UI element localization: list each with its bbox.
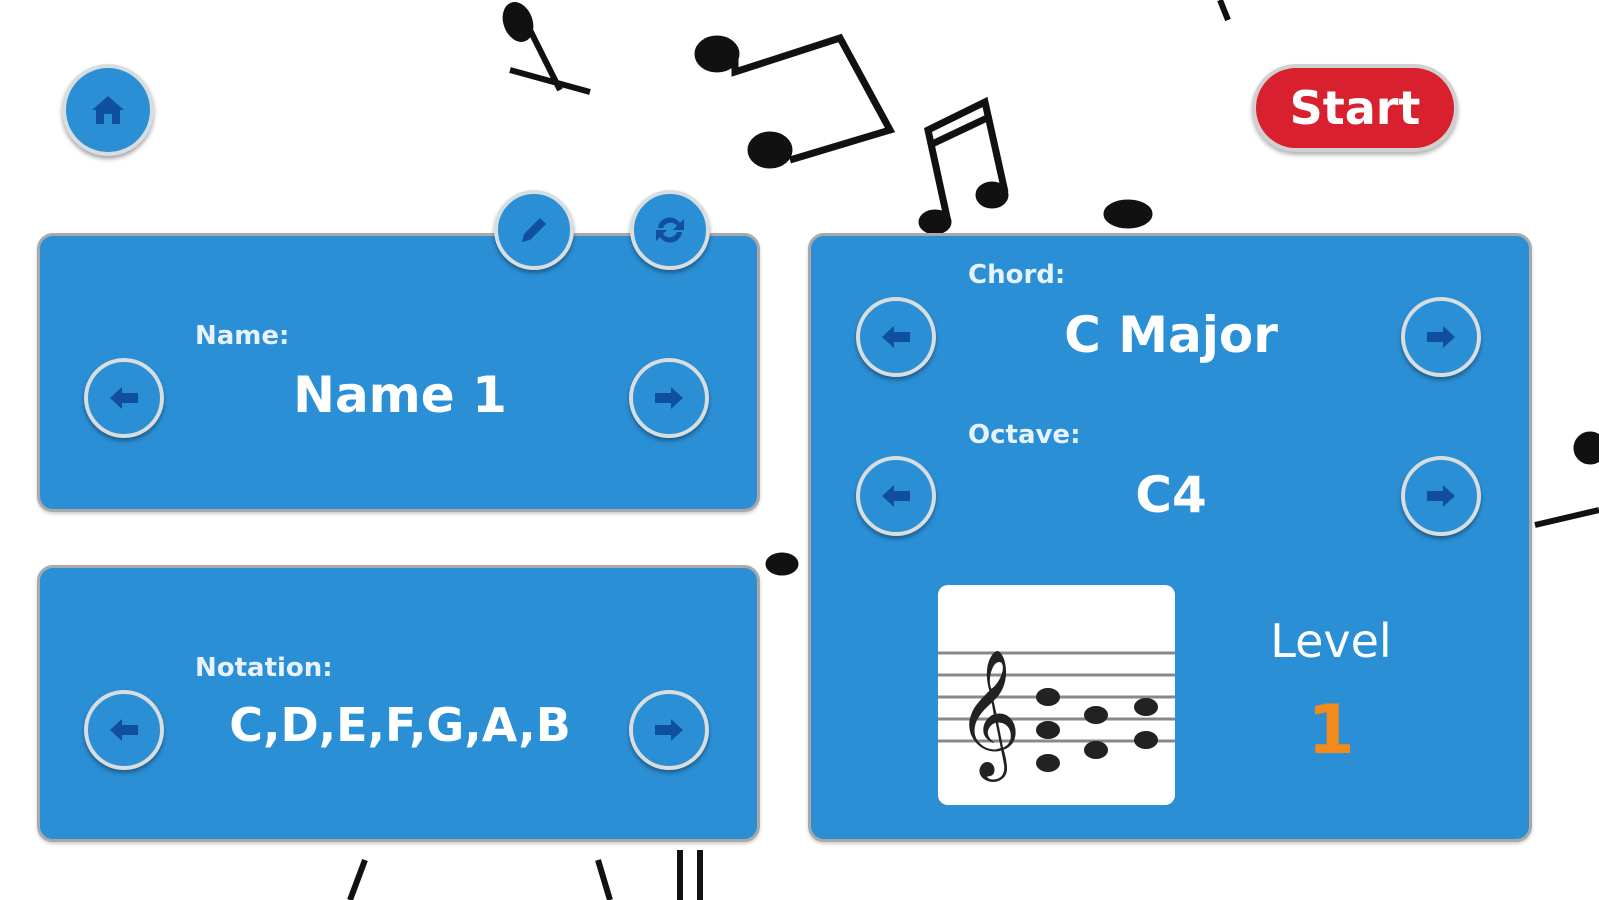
arrow-right-icon [1427, 326, 1455, 348]
edit-name-button[interactable] [494, 190, 574, 270]
octave-label: Octave: [968, 420, 1081, 450]
pencil-icon [522, 218, 546, 242]
notation-label: Notation: [195, 653, 333, 683]
refresh-icon [656, 217, 684, 243]
refresh-button[interactable] [630, 190, 710, 270]
name-next-button[interactable] [629, 358, 709, 438]
level-label: Level [1270, 614, 1392, 668]
start-button[interactable]: Start [1252, 64, 1458, 152]
name-value: Name 1 [293, 366, 507, 424]
octave-next-button[interactable] [1401, 456, 1481, 536]
home-icon [92, 96, 124, 124]
notation-value: C,D,E,F,G,A,B [229, 698, 571, 752]
chord-next-button[interactable] [1401, 297, 1481, 377]
chord-label: Chord: [968, 260, 1066, 290]
arrow-right-icon [655, 719, 683, 741]
home-button[interactable] [62, 64, 154, 156]
name-label: Name: [195, 321, 290, 351]
arrow-right-icon [655, 387, 683, 409]
arrow-left-icon [110, 387, 138, 409]
arrow-left-icon [882, 485, 910, 507]
treble-clef-staff-icon: 𝄞 [938, 648, 1175, 782]
octave-value: C4 [1135, 466, 1207, 524]
octave-prev-button[interactable] [856, 456, 936, 536]
notation-prev-button[interactable] [84, 690, 164, 770]
level-value: 1 [1307, 691, 1355, 770]
arrow-left-icon [110, 719, 138, 741]
chord-value: C Major [1064, 306, 1278, 364]
name-prev-button[interactable] [84, 358, 164, 438]
staff-image: 𝄞 [938, 585, 1175, 805]
notation-next-button[interactable] [629, 690, 709, 770]
arrow-left-icon [882, 326, 910, 348]
svg-text:𝄞: 𝄞 [956, 648, 1021, 782]
chord-prev-button[interactable] [856, 297, 936, 377]
arrow-right-icon [1427, 485, 1455, 507]
